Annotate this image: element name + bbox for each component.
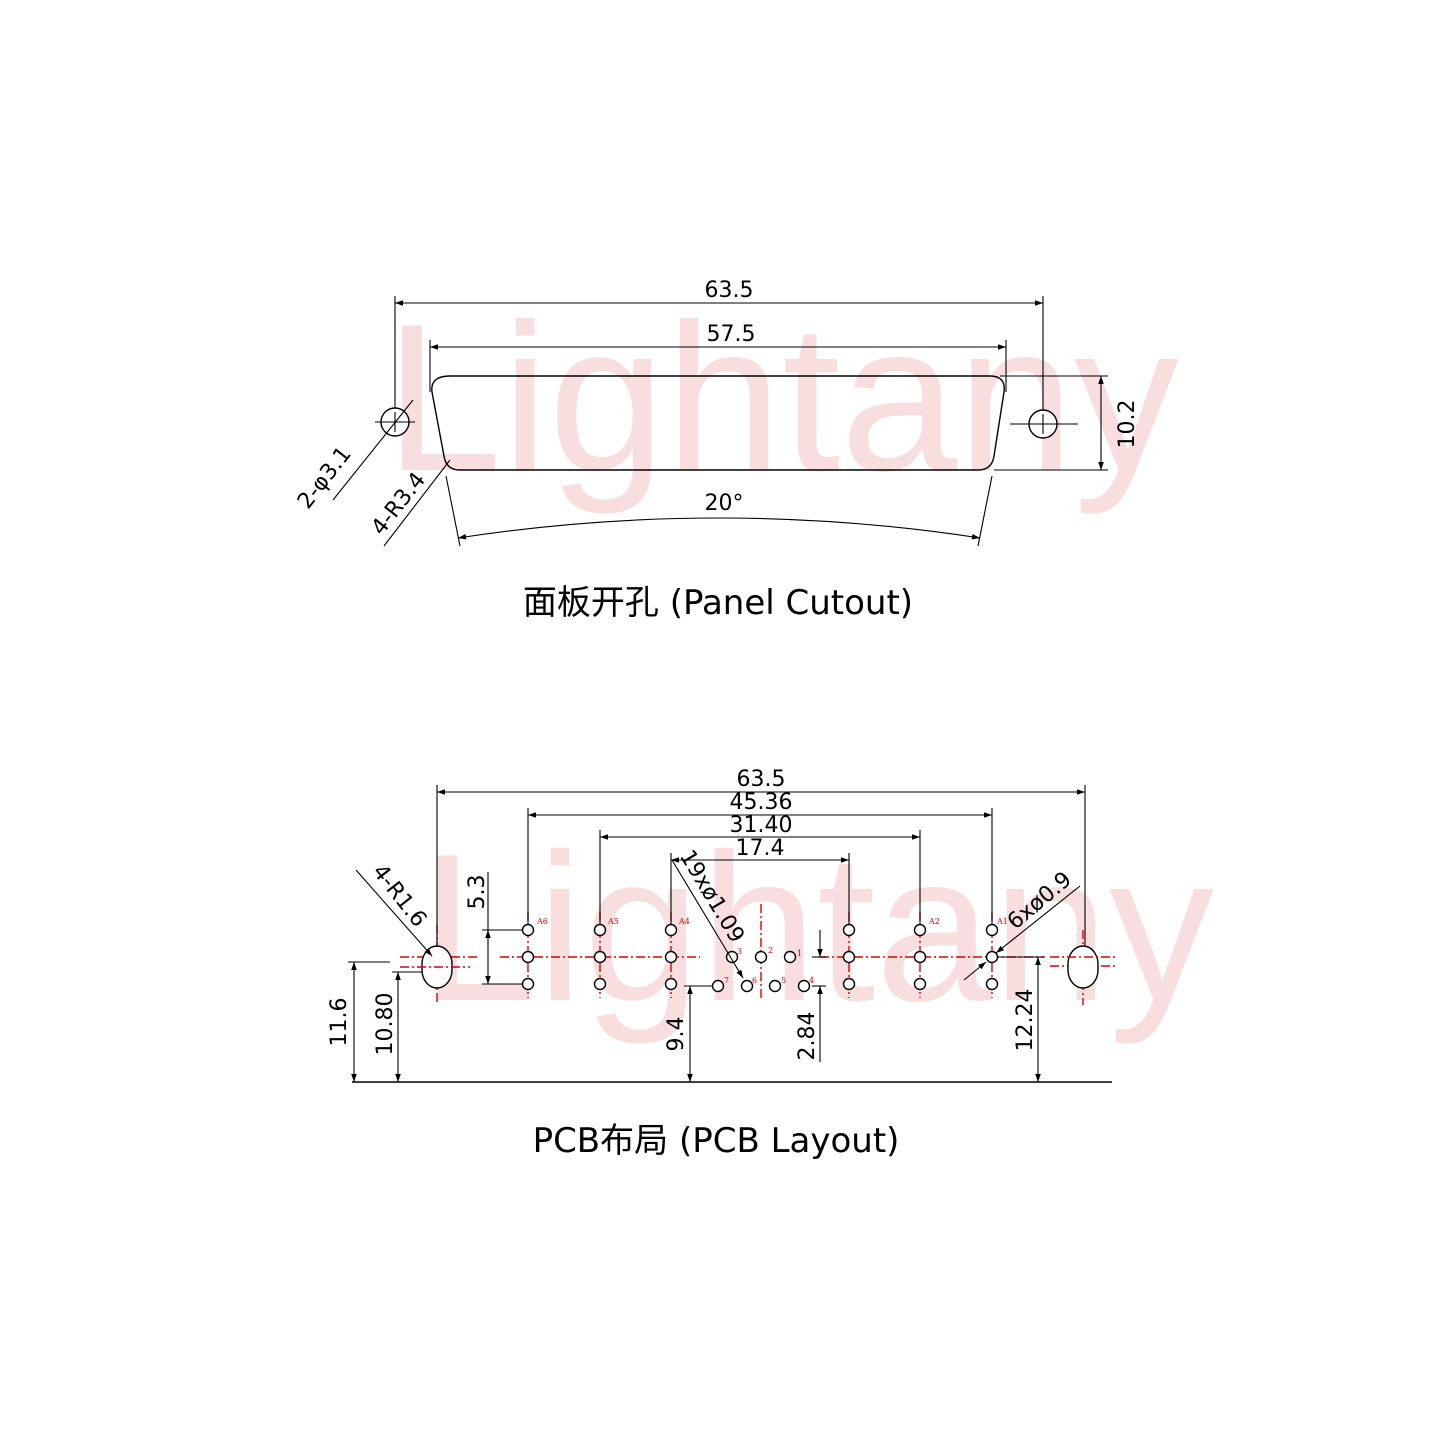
hole-signal-2 <box>754 950 768 964</box>
signal-contact-holes <box>711 950 811 993</box>
cutout-outline <box>431 375 1005 471</box>
hole-a6-mid <box>521 950 535 964</box>
dim-cutout-width: 57.5 <box>707 322 756 347</box>
angle-ext-right <box>977 475 993 547</box>
pin-label-a6: A6 <box>536 917 548 926</box>
pin-label-4: 4 <box>809 976 814 985</box>
pin-label-a5: A5 <box>607 917 619 926</box>
pin-label-a2: A2 <box>928 917 940 926</box>
pcb-layout-caption: PCB布局 (PCB Layout) <box>533 1121 900 1161</box>
pin-label-a4: A4 <box>678 917 690 926</box>
hole-a3-bot <box>842 977 856 991</box>
pcb-dim-row-pitch: 5.3 <box>465 875 490 910</box>
angle-ext-left <box>445 475 461 547</box>
hole-a3-top <box>842 923 856 937</box>
watermark-top: Lightany <box>385 280 1179 515</box>
pin-label-2: 2 <box>768 946 773 955</box>
leader-power-holes <box>995 885 1081 954</box>
hole-a5-mid <box>593 950 607 964</box>
pin-label-a1: A1 <box>996 917 1008 926</box>
hole-a2-bot <box>913 977 927 991</box>
power-contact-holes <box>521 923 999 991</box>
hole-a2-top <box>913 923 927 937</box>
hole-signal-1 <box>783 950 797 964</box>
dim-angle: 20° <box>705 491 744 516</box>
watermark-bottom: Lightany <box>420 810 1214 1045</box>
hole-signal-5 <box>768 979 782 993</box>
pcb-dim-right-height: 12.24 <box>1013 989 1038 1052</box>
hole-a2-mid <box>913 950 927 964</box>
pcb-dim-left-outer-height: 11.6 <box>327 998 352 1047</box>
pcb-dim-a-inner-span: 31.40 <box>730 813 793 838</box>
hole-signal-7 <box>711 979 725 993</box>
hole-a4-bot <box>664 977 678 991</box>
hole-a6-bot <box>521 977 535 991</box>
hole-a4-top <box>664 923 678 937</box>
leader-mount-holes <box>332 399 414 501</box>
pcb-dim-signal-height: 9.4 <box>664 1017 689 1052</box>
dim-height: 10.2 <box>1115 400 1140 449</box>
hole-a1-bot <box>985 977 999 991</box>
leader-corner-radius <box>383 459 451 547</box>
pin-label-1: 1 <box>797 949 802 958</box>
panel-cutout-caption: 面板开孔 (Panel Cutout) <box>523 583 913 623</box>
leader-slot-radius <box>355 869 433 957</box>
pin-label-6: 6 <box>752 976 757 985</box>
hole-a5-top <box>593 923 607 937</box>
leader-power-holes-lower <box>963 961 987 981</box>
pin-label-5: 5 <box>781 976 786 985</box>
hole-a4-mid <box>664 950 678 964</box>
hole-signal-6 <box>740 979 754 993</box>
pcb-dim-signal-pitch: 2.84 <box>795 1012 820 1061</box>
pcb-dim-signal-span: 17.4 <box>736 836 785 861</box>
hole-signal-4 <box>797 979 811 993</box>
pin-label-3: 3 <box>737 947 742 956</box>
hole-a1-mid <box>985 950 999 964</box>
pcb-dim-left-inner-height: 10.80 <box>373 993 398 1056</box>
pin-label-7: 7 <box>724 976 729 985</box>
hole-a6-top <box>521 923 535 937</box>
hole-a5-bot <box>593 977 607 991</box>
slot-right <box>1067 945 1099 989</box>
pcb-dim-overall-width: 63.5 <box>737 767 786 792</box>
dim-overall-width: 63.5 <box>705 278 754 303</box>
pcb-dim-a-span: 45.36 <box>730 790 793 815</box>
hole-a1-top <box>985 923 999 937</box>
angle-arc <box>457 517 981 540</box>
hole-a3-mid <box>842 950 856 964</box>
leader-signal-holes <box>671 859 744 979</box>
dim-mount-holes: 2-φ3.1 <box>293 442 357 514</box>
